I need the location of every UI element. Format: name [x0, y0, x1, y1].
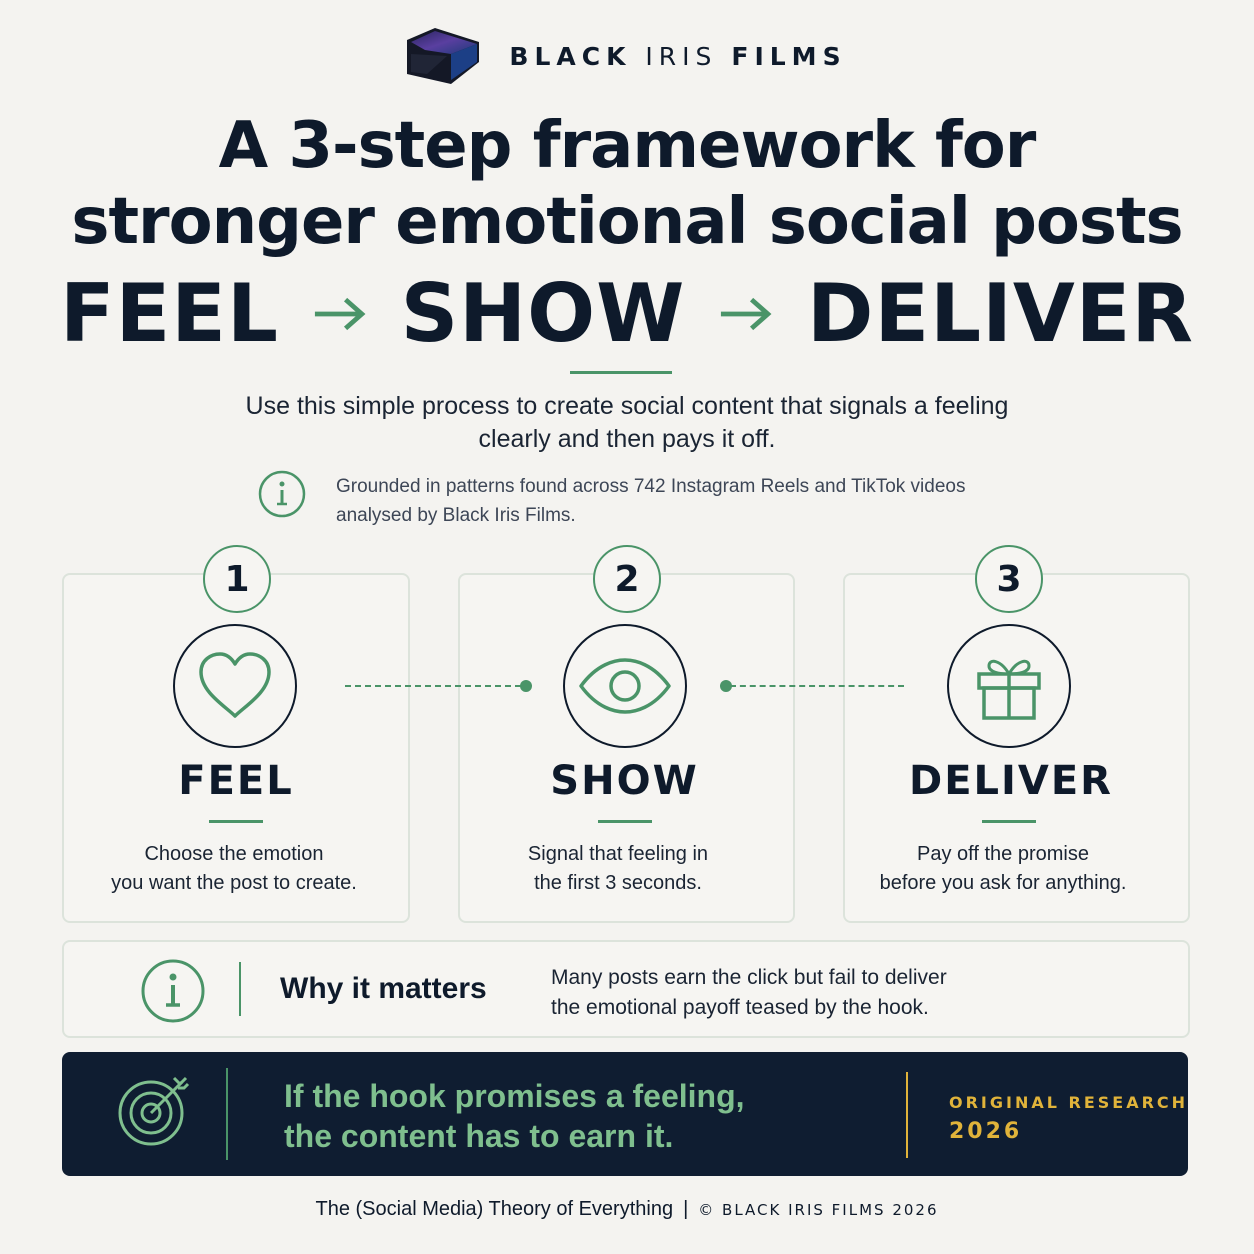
tagline-word-show: SHOW: [400, 267, 686, 360]
key-takeaway-text: If the hook promises a feeling, the cont…: [284, 1076, 884, 1156]
connector-2-3: [730, 685, 904, 687]
step-icon-frame: [173, 624, 297, 748]
why-title: Why it matters: [280, 972, 487, 1005]
why-divider: [239, 962, 241, 1016]
step-divider: [598, 820, 652, 823]
step-desc-line: Choose the emotion: [144, 843, 324, 865]
band-divider-right: [906, 1072, 908, 1158]
page-title: A 3-step framework for stronger emotiona…: [60, 108, 1194, 260]
why-it-matters-panel: [62, 940, 1190, 1038]
why-text-line: Many posts earn the click but fail to de…: [551, 966, 947, 989]
page-title-line-2: stronger emotional social posts: [71, 185, 1183, 259]
step-desc-line: before you ask for anything.: [879, 872, 1127, 894]
intro-line-2: clearly and then pays it off.: [478, 425, 776, 453]
footer: The (Social Media) Theory of Everything …: [0, 1198, 1254, 1221]
connector-1-2: [345, 685, 521, 687]
step-title-show: SHOW: [550, 758, 699, 804]
step-icon-frame: [563, 624, 687, 748]
connector-dot: [520, 680, 532, 692]
research-note-line-2: analysed by Black Iris Films.: [336, 505, 576, 526]
key-takeaway-line: the content has to earn it.: [284, 1118, 674, 1154]
band-divider-left: [226, 1068, 228, 1160]
research-note-line-1: Grounded in patterns found across 742 In…: [336, 476, 966, 497]
footer-separator: |: [683, 1198, 689, 1220]
step-number-2: 2: [593, 545, 661, 613]
step-divider: [209, 820, 263, 823]
research-tag: ORIGINAL RESEARCH: [949, 1093, 1189, 1112]
step-desc-line: Pay off the promise: [917, 843, 1089, 865]
step-desc-feel: Choose the emotion you want the post to …: [62, 840, 406, 898]
step-title-deliver: DELIVER: [909, 758, 1113, 804]
footer-credit: © BLACK IRIS FILMS 2026: [698, 1200, 939, 1219]
heart-icon: [199, 652, 271, 718]
why-text: Many posts earn the click but fail to de…: [551, 963, 1151, 1023]
step-desc-deliver: Pay off the promise before you ask for a…: [843, 840, 1163, 898]
tagline-word-feel: FEEL: [60, 267, 279, 360]
step-title-feel: FEEL: [178, 758, 294, 804]
tagline-underline: [570, 371, 672, 374]
research-note-text: Grounded in patterns found across 742 In…: [336, 472, 965, 530]
framework-tagline: FEEL SHOW DELIVER: [60, 272, 1194, 356]
step-desc-line: the first 3 seconds.: [534, 872, 702, 894]
step-divider: [982, 820, 1036, 823]
step-number-1: 1: [203, 545, 271, 613]
info-icon: [141, 959, 205, 1023]
arrow-right-icon: [721, 297, 772, 331]
key-takeaway-band: [62, 1052, 1188, 1176]
step-number-3: 3: [975, 545, 1043, 613]
gift-icon: [977, 659, 1041, 720]
intro-text: Use this simple process to create social…: [120, 390, 1134, 456]
info-icon: [258, 470, 306, 518]
step-icon-frame: [947, 624, 1071, 748]
research-note: Grounded in patterns found across 742 In…: [258, 470, 1018, 530]
intro-line-1: Use this simple process to create social…: [245, 392, 1009, 420]
footer-title: The (Social Media) Theory of Everything: [315, 1198, 674, 1220]
tagline-word-deliver: DELIVER: [807, 267, 1194, 360]
research-year: 2026: [949, 1119, 1023, 1144]
brand-header: BLACK IRIS FILMS: [0, 28, 1254, 84]
step-desc-line: Signal that feeling in: [527, 843, 709, 865]
target-icon: [118, 1076, 190, 1146]
step-desc-show: Signal that feeling in the first 3 secon…: [458, 840, 778, 898]
why-text-line: the emotional payoff teased by the hook.: [551, 996, 929, 1019]
key-takeaway-line: If the hook promises a feeling,: [284, 1078, 745, 1114]
step-desc-line: you want the post to create.: [111, 872, 357, 894]
black-iris-logo-icon: [407, 28, 480, 84]
connector-dot: [720, 680, 732, 692]
eye-icon: [579, 658, 671, 714]
arrow-right-icon: [314, 297, 366, 331]
page-title-line-1: A 3-step framework for: [218, 109, 1037, 183]
brand-name: BLACK IRIS FILMS: [509, 41, 847, 71]
